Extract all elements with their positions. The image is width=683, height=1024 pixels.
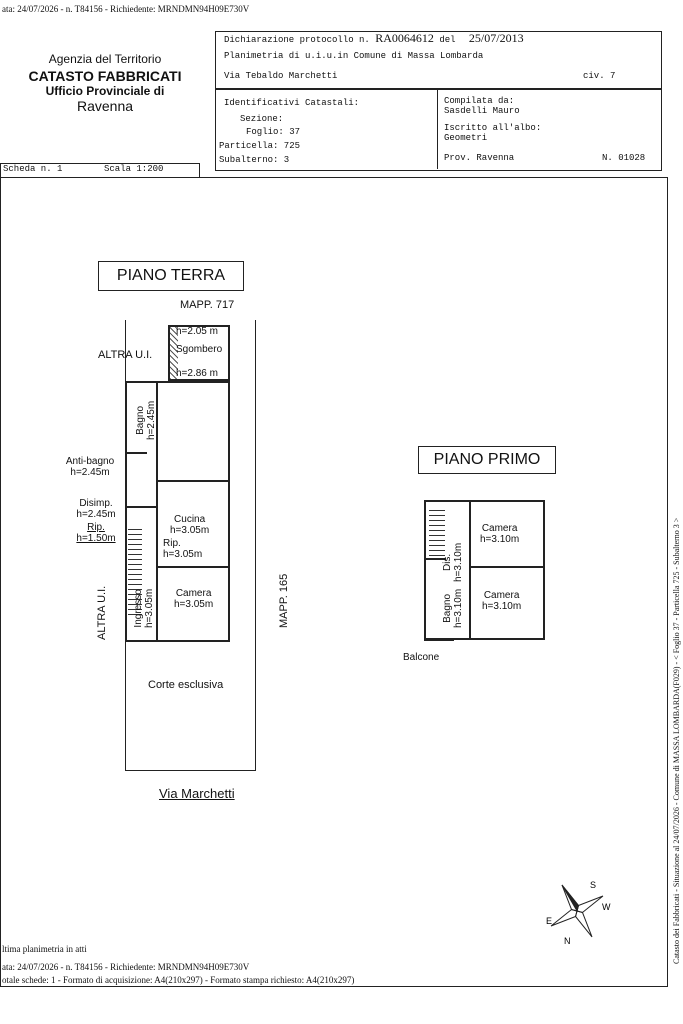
mapp-717-label: MAPP. 717 (180, 299, 235, 311)
first-floor-stairs (429, 506, 445, 556)
catasto-title: CATASTO FABBRICATI (28, 68, 182, 84)
top-request-line: ata: 24/07/2026 - n. T84156 - Richiedent… (2, 4, 250, 14)
protocol-label: Dichiarazione protocollo n. (224, 35, 370, 45)
disimp-label: Disimp.h=2.45m (76, 498, 116, 520)
ground-stairs (128, 525, 142, 615)
altra-ui-top-label: ALTRA U.I. (98, 349, 153, 361)
footer-format-line: otale schede: 1 - Formato di acquisizion… (2, 975, 355, 985)
inner-wall-antibagno (125, 452, 147, 454)
inner-wall-camera (156, 566, 230, 568)
civic-number: civ. 7 (583, 71, 616, 81)
header-box-top (215, 31, 662, 89)
sgombero-room (168, 325, 230, 381)
header-divider (437, 89, 438, 169)
sgombero-label: Sgombero (176, 344, 223, 355)
balcone-line (424, 640, 454, 641)
protocol-number: RA0064612 (375, 31, 434, 45)
sgombero-height-bottom: h=2.86 m (176, 368, 218, 379)
lot-right-line (255, 320, 256, 770)
subalterno-label: Subalterno: 3 (219, 155, 290, 165)
protocol-line: Dichiarazione protocollo n. RA0064612 de… (224, 31, 524, 46)
drawing-frame (0, 177, 668, 987)
north-compass-icon: S W E N (546, 880, 611, 946)
agency-block: Agenzia del Territorio CATASTO FABBRICAT… (0, 52, 210, 114)
province-label: Prov. Ravenna (444, 153, 515, 163)
iscritto-label: Iscritto all'albo: (444, 123, 542, 133)
rip2-label: Rip.h=3.05m (163, 538, 203, 560)
pp-inner-wall-horizontal (469, 566, 545, 568)
identificativi-label: Identificativi Catastali: (224, 98, 360, 108)
office-label: Ufficio Provinciale di (45, 84, 165, 98)
pp-inner-wall-vertical (469, 500, 471, 640)
office-city: Ravenna (76, 98, 134, 114)
pp-dis-label: Dis.h=3.10m (442, 542, 464, 582)
albo-value: Geometri (444, 133, 488, 143)
address-line: Via Tebaldo Marchetti (224, 71, 338, 81)
sgombero-hatch (170, 327, 178, 379)
piano-primo-label: PIANO PRIMO (418, 446, 556, 474)
lot-bottom-line (125, 770, 256, 771)
inner-wall-kitchen (156, 480, 230, 482)
svg-text:W: W (602, 902, 611, 912)
pp-inner-wall-stairs (424, 558, 446, 560)
balcone-label: Balcone (403, 652, 440, 663)
via-marchetti-label: Via Marchetti (159, 786, 235, 801)
header-box-bottom (215, 89, 662, 171)
footer-request-line: ata: 24/07/2026 - n. T84156 - Richiedent… (2, 962, 250, 972)
register-number: N. 01028 (602, 153, 646, 163)
particella-label: Particella: 725 (219, 141, 301, 151)
rip-label: Rip.h=1.50m (76, 522, 116, 544)
agency-name: Agenzia del Territorio (48, 52, 162, 66)
protocol-del: del (439, 35, 456, 45)
scheda-label: Scheda n. 1 (3, 164, 63, 174)
svg-text:E: E (546, 916, 552, 926)
svg-text:N: N (564, 936, 571, 946)
first-floor-outline (424, 500, 545, 640)
mapp-165-label: MAPP. 165 (278, 573, 290, 628)
sgombero-height-top: h=2.05 m (176, 326, 218, 337)
planimetry-line: Planimetria di u.i.u.in Comune di Massa … (224, 51, 484, 61)
compilata-label: Compilata da: (444, 96, 515, 106)
inner-wall-disimp (125, 506, 156, 508)
inner-wall-vertical (156, 381, 158, 641)
protocol-date: 25/07/2013 (468, 31, 524, 45)
scala-label: Scala 1:200 (104, 164, 164, 174)
piano-terra-label: PIANO TERRA (98, 261, 244, 291)
svg-text:S: S (590, 880, 596, 890)
foglio-label: Foglio: 37 (246, 127, 301, 137)
footer-last-plan: ltima planimetria in atti (2, 944, 87, 954)
sezione-label: Sezione: (240, 114, 284, 124)
corte-esclusiva-label: Corte esclusiva (148, 679, 224, 691)
altra-ui-side-label: ALTRA U.I. (96, 585, 108, 640)
compiler-name: Sasdelli Mauro (444, 106, 520, 116)
house-outline (125, 381, 230, 642)
side-cadastral-text: Catasto dei Fabbricati - Situazione al 2… (672, 517, 681, 964)
